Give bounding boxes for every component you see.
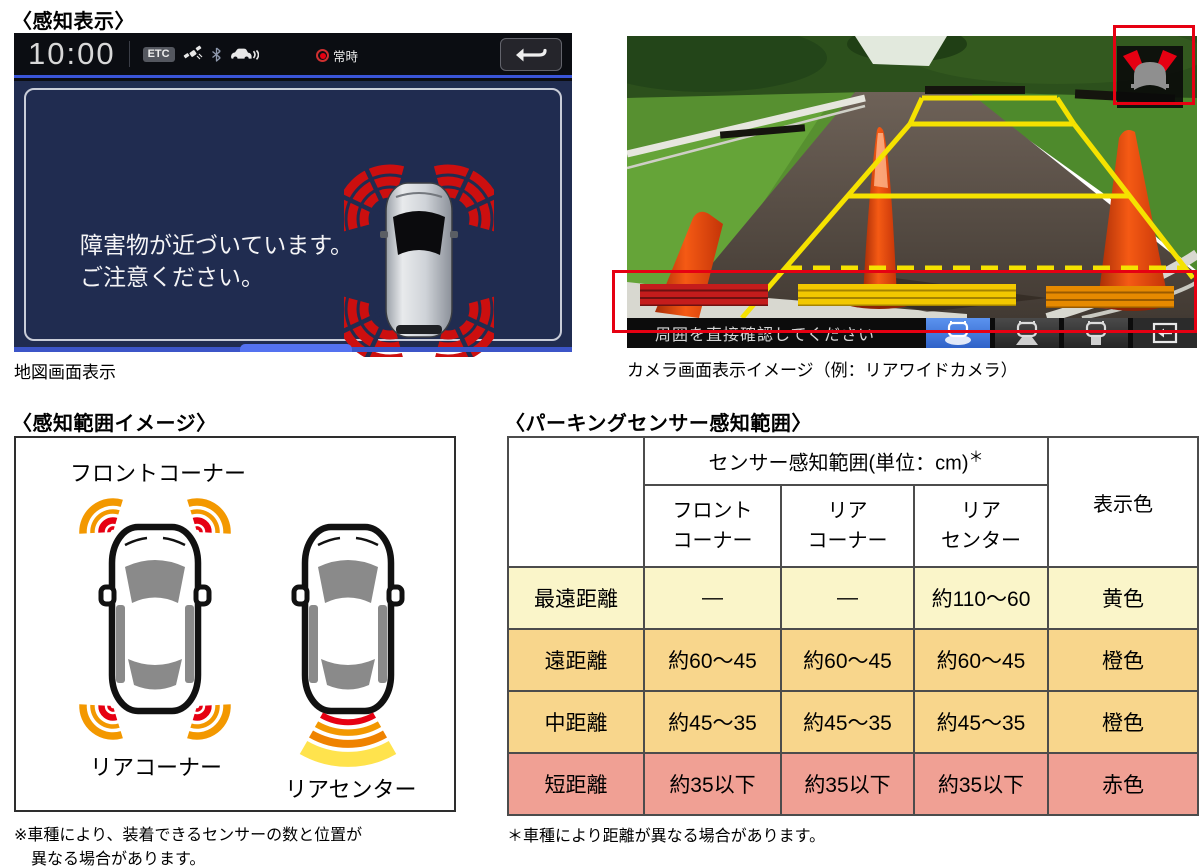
sensor-range-table: センサー感知範囲(単位：cm)＊ 表示色 フロント コーナー リア コーナー リ… bbox=[507, 436, 1200, 816]
front-corner-value: — bbox=[643, 566, 782, 630]
table-col-front-corner: フロント コーナー bbox=[643, 484, 782, 568]
front-corner-label: フロントコーナー bbox=[70, 461, 247, 486]
back-button[interactable] bbox=[500, 38, 562, 71]
row-label: 遠距離 bbox=[507, 628, 645, 692]
clock: 10:00 bbox=[28, 36, 116, 71]
row-label: 中距離 bbox=[507, 690, 645, 754]
bluetooth-icon bbox=[211, 47, 222, 62]
nav-screen-caption: 地図画面表示 bbox=[14, 363, 116, 382]
return-arrow-icon bbox=[516, 48, 547, 61]
rear-center-value: 約110〜60 bbox=[912, 566, 1050, 630]
vics-car-signal-icon bbox=[229, 46, 259, 62]
rear-corner-value: — bbox=[780, 566, 915, 630]
gps-satellite-icon bbox=[182, 45, 204, 63]
annotation-box-indicator-bars bbox=[612, 270, 1197, 333]
rear-center-value: 約60〜45 bbox=[912, 628, 1050, 692]
front-corner-value: 約60〜45 bbox=[643, 628, 782, 692]
row-label: 短距離 bbox=[507, 752, 645, 816]
rear-wide-view-button[interactable] bbox=[926, 318, 990, 348]
rear-narrow-view-button[interactable] bbox=[1064, 318, 1128, 348]
table-row-short: 短距離 約35以下 約35以下 約35以下 赤色 bbox=[507, 752, 1200, 816]
warning-panel-border bbox=[24, 88, 562, 341]
front-corner-value: 約45〜35 bbox=[643, 690, 782, 754]
table-corner-cell bbox=[507, 436, 645, 568]
rear-corner-value: 約60〜45 bbox=[780, 628, 915, 692]
sensor-table-heading: 〈パーキングセンサー感知範囲〉 bbox=[505, 413, 812, 435]
rear-corner-value: 約35以下 bbox=[780, 752, 915, 816]
display-color-value: 赤色 bbox=[1047, 752, 1200, 816]
rear-center-yellow-indicator-bar bbox=[798, 284, 1016, 306]
rear-wide-view-icon bbox=[945, 321, 971, 345]
table-span-header: センサー感知範囲(単位：cm)＊ bbox=[642, 436, 1050, 486]
display-color-value: 黄色 bbox=[1047, 566, 1200, 630]
sensor-range-diagram: フロントコーナー リアコーナー リアセンター bbox=[14, 436, 456, 812]
table-row-far: 遠距離 約60〜45 約60〜45 約60〜45 橙色 bbox=[507, 628, 1200, 692]
detection-display-heading: 〈感知表示〉 bbox=[12, 11, 135, 33]
table-row-farthest: 最遠距離 — — 約110〜60 黄色 bbox=[507, 566, 1200, 630]
obstacle-warning-text: 障害物が近づいています。 ご注意ください。 bbox=[80, 232, 354, 290]
rear-center-value: 約45〜35 bbox=[912, 690, 1050, 754]
nav-status-bar: 10:00 ETC bbox=[14, 33, 572, 78]
navigation-screen: 10:00 ETC bbox=[14, 33, 572, 352]
rear-corner-value: 約45〜35 bbox=[780, 690, 915, 754]
rear-corner-label: リアコーナー bbox=[90, 755, 223, 780]
table-color-header: 表示色 bbox=[1047, 436, 1200, 568]
rear-sensor-alert-icon bbox=[1117, 46, 1183, 108]
table-row-middle: 中距離 約45〜35 約45〜35 約45〜35 橙色 bbox=[507, 690, 1200, 754]
range-image-heading: 〈感知範囲イメージ〉 bbox=[12, 413, 217, 435]
rear-center-value: 約35以下 bbox=[912, 752, 1050, 816]
table-footnote: ＊車種により距離が異なる場合があります。 bbox=[507, 828, 826, 845]
range-note-line2: 異なる場合があります。 bbox=[31, 851, 206, 868]
display-color-value: 橙色 bbox=[1047, 690, 1200, 754]
range-note-line1: ※車種により、装着できるセンサーの数と位置が bbox=[14, 827, 363, 844]
display-color-value: 橙色 bbox=[1047, 628, 1200, 692]
parking-guide-lines bbox=[740, 95, 1195, 318]
rear-normal-view-button[interactable] bbox=[995, 318, 1059, 348]
car-top-view-with-sensors bbox=[344, 139, 494, 357]
row-label: 最遠距離 bbox=[507, 566, 645, 630]
record-mode-label: 常時 bbox=[333, 50, 359, 64]
record-mode-indicator: 常時 bbox=[316, 46, 358, 65]
nav-bottom-handle[interactable] bbox=[240, 344, 352, 352]
rear-center-label: リアセンター bbox=[285, 777, 417, 802]
rear-narrow-view-icon bbox=[1085, 321, 1107, 345]
rear-corner-orange-indicator-bar bbox=[1046, 286, 1174, 308]
rear-corner-red-indicator-bar bbox=[640, 284, 768, 306]
rear-normal-view-icon bbox=[1016, 321, 1038, 345]
record-dot-icon bbox=[316, 49, 329, 62]
status-divider bbox=[128, 41, 130, 67]
etc-badge: ETC bbox=[142, 46, 175, 62]
front-corner-value: 約35以下 bbox=[643, 752, 782, 816]
sensor-warning-screen: 障害物が近づいています。 ご注意ください。 bbox=[14, 81, 572, 352]
table-col-rear-center: リア センター bbox=[912, 484, 1050, 568]
camera-caption: カメラ画面表示イメージ（例：リアワイドカメラ） bbox=[627, 361, 1018, 380]
table-col-rear-corner: リア コーナー bbox=[780, 484, 915, 568]
annotation-box-sensor-icon bbox=[1113, 25, 1195, 105]
